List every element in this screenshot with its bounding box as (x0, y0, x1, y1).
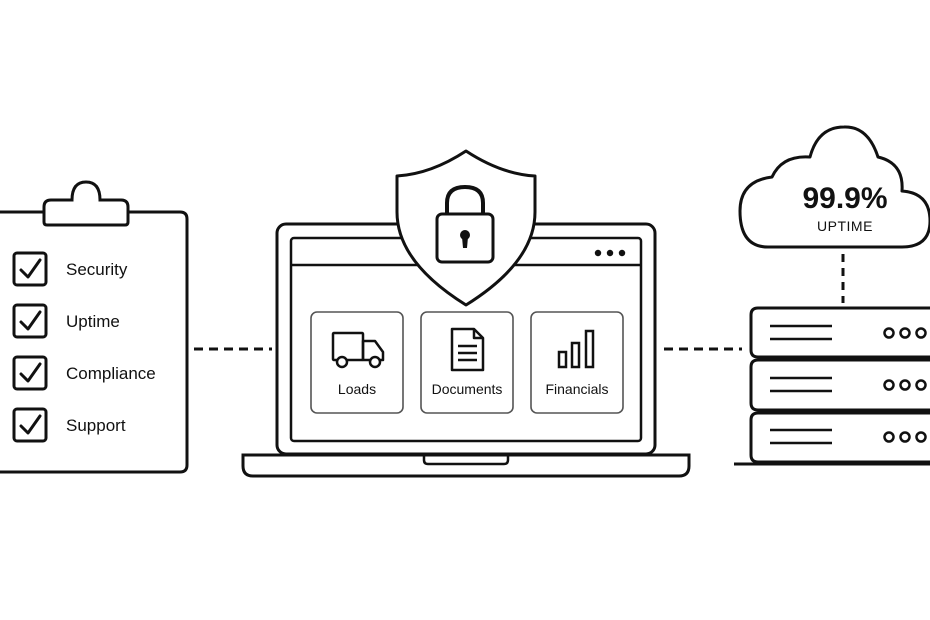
server-unit (749, 411, 930, 464)
checkbox-checked (12, 303, 48, 339)
checkbox-checked (12, 355, 48, 391)
server-rack (734, 306, 930, 466)
checklist-item: Compliance (12, 355, 156, 391)
tile-label: Loads (338, 381, 376, 397)
tile-documents[interactable]: Documents (420, 311, 514, 414)
laptop-base (241, 453, 691, 478)
uptime-value: 99.9% (802, 182, 887, 215)
window-menu-dots-icon (594, 249, 626, 257)
check-icon (19, 414, 42, 435)
checklist-item: Uptime (12, 303, 120, 339)
check-icon (19, 310, 42, 331)
tile-label: Documents (432, 381, 503, 397)
checklist-label: Compliance (66, 364, 156, 383)
check-icon (19, 362, 42, 383)
checklist-item: Support (12, 407, 126, 443)
bar-chart-icon (557, 329, 595, 369)
lock-shackle (445, 184, 485, 216)
check-icon (19, 258, 42, 279)
clipboard-checklist: Security Uptime Compliance Support (0, 180, 189, 474)
laptop: Loads Documents Financials (241, 222, 691, 478)
checkbox-checked (12, 251, 48, 287)
clipboard-board (0, 210, 189, 474)
checklist-label: Security (66, 260, 128, 279)
clipboard-clip (42, 180, 130, 227)
server-unit (749, 358, 930, 412)
truck-icon (331, 331, 385, 369)
tile-loads[interactable]: Loads (310, 311, 404, 414)
laptop-notch (422, 455, 510, 466)
tile-label: Financials (545, 381, 608, 397)
checklist-label: Support (66, 416, 126, 435)
document-icon (450, 327, 485, 372)
server-unit (749, 306, 930, 359)
checklist-label: Uptime (66, 312, 120, 331)
cloud-icon (738, 125, 930, 249)
uptime-caption: UPTIME (817, 218, 873, 234)
tile-financials[interactable]: Financials (530, 311, 624, 414)
shield-lock-icon (395, 149, 537, 307)
checklist-item: Security (12, 251, 128, 287)
cloud-uptime: 99.9% UPTIME (738, 125, 930, 249)
checkbox-checked (12, 407, 48, 443)
